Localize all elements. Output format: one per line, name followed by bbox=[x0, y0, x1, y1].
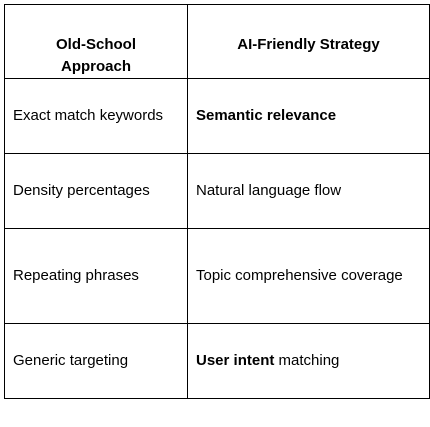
table-row: Repeating phrases Topic comprehensive co… bbox=[4, 228, 430, 324]
cell-old-school: Generic targeting bbox=[4, 323, 188, 399]
header-ai-friendly: AI-Friendly Strategy bbox=[187, 4, 430, 79]
cell-ai-friendly: Natural language flow bbox=[187, 153, 430, 229]
cell-ai-text: Natural language flow bbox=[196, 182, 342, 199]
cell-ai-text: matching bbox=[274, 352, 340, 369]
cell-ai-friendly: User intent matching bbox=[187, 323, 430, 399]
cell-ai-friendly: Semantic relevance bbox=[187, 78, 430, 154]
cell-old-school: Exact match keywords bbox=[4, 78, 188, 154]
cell-ai-text: Topic comprehensive coverage bbox=[196, 267, 403, 284]
header-old-school: Old-School Approach bbox=[4, 4, 188, 79]
comparison-table: Old-School Approach AI-Friendly Strategy… bbox=[4, 4, 430, 399]
cell-ai-bold-text: User intent bbox=[196, 352, 275, 369]
cell-old-school: Density percentages bbox=[4, 153, 188, 229]
cell-ai-bold-text: Semantic relevance bbox=[196, 107, 337, 124]
table-row: Generic targeting User intent matching bbox=[4, 323, 430, 399]
cell-old-school: Repeating phrases bbox=[4, 228, 188, 324]
table-row: Density percentages Natural language flo… bbox=[4, 153, 430, 229]
table-row: Exact match keywords Semantic relevance bbox=[4, 78, 430, 154]
cell-ai-friendly: Topic comprehensive coverage bbox=[187, 228, 430, 324]
table-header-row: Old-School Approach AI-Friendly Strategy bbox=[4, 4, 430, 79]
